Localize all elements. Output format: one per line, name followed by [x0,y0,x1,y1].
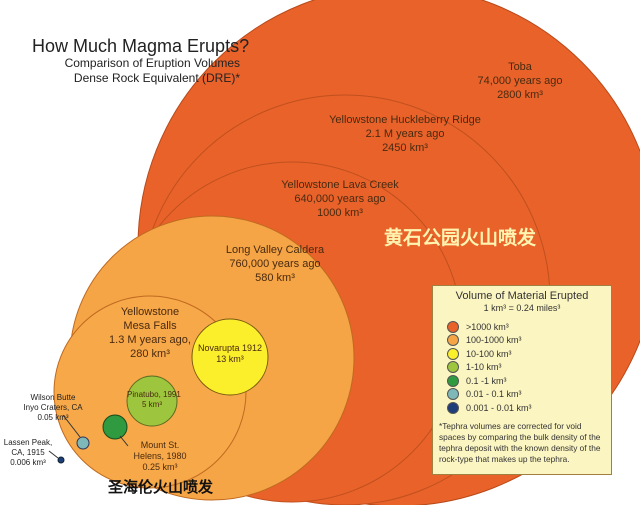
legend-swatch [447,401,459,414]
yellowstone-chinese-label: 黄石公园火山喷发 [384,227,537,249]
legend-swatch [447,320,459,333]
legend-swatch [447,334,459,347]
circle-novarupta [191,318,269,396]
legend-swatch [447,347,459,360]
circle-wilson-butte [76,436,90,450]
legend: Volume of Material Erupted 1 km³ = 0.24 … [432,285,612,475]
circle-pinatubo [126,375,178,427]
st-helens-chinese-label: 圣海伦火山喷发 [108,478,214,496]
legend-swatch [447,374,459,387]
legend-note: *Tephra volumes are corrected for void s… [439,420,601,464]
page-title: How Much Magma Erupts? [32,36,250,56]
circle-lassen [57,456,65,464]
legend-swatch [447,361,459,374]
circle-st-helens [102,414,128,440]
legend-swatch [447,388,459,401]
